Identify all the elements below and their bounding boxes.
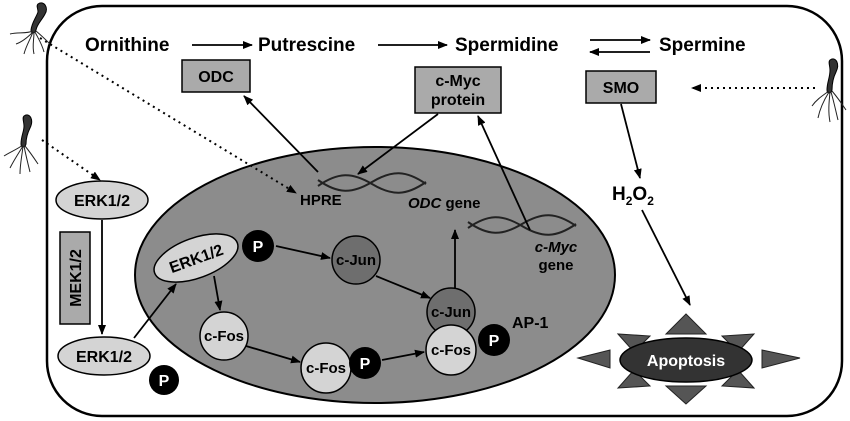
mek-box [59, 231, 91, 325]
arrow-erk-to-cjun [275, 245, 331, 260]
bacterium-icon-top-left [9, 2, 51, 55]
erk-top-label: ERK1/2 [74, 193, 130, 210]
cjun-top-label: c-Jun [336, 252, 376, 269]
erk-bottom-label: ERK1/2 [76, 349, 132, 366]
cjun-ap1-label: c-Jun [431, 304, 471, 321]
cmyc-gene-strand [467, 214, 577, 236]
arrow-h2o2-apoptosis [641, 209, 691, 306]
ornithine-label: Ornithine [85, 35, 169, 56]
cmyc-protein-label-1: c-Myc [435, 73, 480, 90]
phospho-cfos-mid [349, 347, 381, 379]
phospho-erk-bottom-label: P [159, 373, 170, 390]
cmyc-protein-box [414, 66, 502, 114]
cfos-mid-label: c-Fos [306, 360, 346, 377]
odc-label: ODC [198, 69, 234, 86]
apoptosis-node [619, 337, 753, 383]
erk-nuclear-node [153, 233, 239, 283]
spermine-label: Spermine [659, 35, 746, 56]
arrow-cmyc-gene-to-protein [477, 115, 531, 231]
erk-top-node [55, 180, 149, 220]
cmyc-gene-label-2: gene [538, 257, 573, 274]
cmyc-gene-label-1: c-Myc [535, 239, 578, 256]
odc-gene-label: ODC gene [408, 195, 481, 212]
odc-gene-strand [317, 172, 427, 194]
arrow-erk-to-nucleus [133, 283, 177, 339]
phospho-erk-nuclear-label: P [253, 239, 264, 256]
arrow-cfos-left-to-mid [245, 345, 301, 364]
spermidine-label: Spermidine [455, 35, 558, 56]
phospho-erk-bottom [149, 365, 179, 395]
apoptosis-starburst [576, 313, 801, 405]
cmyc-protein-label-2: protein [431, 92, 485, 109]
phospho-ap1-label: P [489, 333, 500, 350]
cfos-left-node [199, 311, 249, 361]
odc-box [181, 59, 251, 93]
h2o2-label: H2O2 [612, 184, 654, 208]
arrow-cfos-mid-to-ap1 [381, 349, 425, 361]
cfos-left-label: c-Fos [204, 328, 244, 345]
cfos-ap1-label: c-Fos [431, 342, 471, 359]
phospho-cfos-mid-label: P [360, 356, 371, 373]
bacterium-icon-right [811, 58, 847, 123]
arrow-smo-h2o2 [620, 103, 642, 179]
cjun-top-node [331, 235, 381, 285]
ap1-label: AP-1 [512, 315, 549, 332]
putrescine-label: Putrescine [258, 35, 355, 56]
arrow-cjun-to-ap1 [375, 275, 431, 299]
arrow-erk-to-cfos [213, 275, 223, 311]
cfos-ap1-node [425, 324, 477, 376]
erk-bottom-node [57, 336, 151, 376]
phospho-erk-nuclear [242, 230, 274, 262]
bacterium-icon-mid-left [3, 114, 39, 175]
mek-label: MEK1/2 [68, 249, 85, 307]
apoptosis-label: Apoptosis [647, 353, 725, 370]
arrow-cmyc-to-hpre [357, 113, 439, 175]
hpre-label: HPRE [300, 192, 342, 209]
smo-label: SMO [603, 80, 639, 97]
dotted-arrow-to-hpre [39, 37, 297, 194]
smo-box [585, 70, 657, 104]
arrow-odc-gene-to-odc [243, 95, 319, 173]
phospho-ap1 [478, 324, 510, 356]
